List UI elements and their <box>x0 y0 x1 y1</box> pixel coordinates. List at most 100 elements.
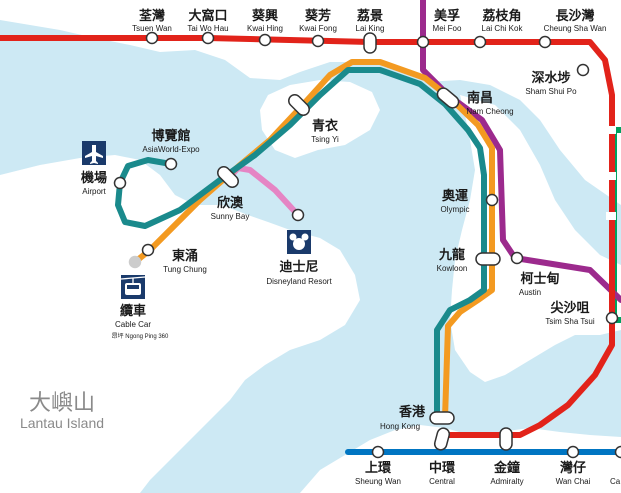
kwun-tong-stub-1 <box>606 126 616 134</box>
cable-car-icon <box>120 275 146 299</box>
label-disneyland-resort-en: Disneyland Resort <box>266 277 332 286</box>
label-kwai-fong-zh: 葵芳 <box>305 8 331 24</box>
label-admiralty-zh: 金鐘 <box>493 460 520 476</box>
station-disneyland-resort[interactable] <box>291 208 305 222</box>
airplane-icon <box>82 141 106 165</box>
land-hk-island <box>300 425 621 493</box>
label-sheung-wan-zh: 上環 <box>365 461 392 476</box>
tuen-ma-line <box>420 0 621 303</box>
station-sheung-wan[interactable] <box>371 445 385 459</box>
station-nam-cheong[interactable] <box>435 86 461 111</box>
label-tung-chung-en: Tung Chung <box>163 265 207 274</box>
label-asiaworld-expo-en: AsiaWorld-Expo <box>142 145 200 154</box>
kwun-tong-stubs <box>606 126 616 220</box>
station-tsing-yi[interactable] <box>286 92 311 117</box>
label-wan-chai-zh: 灣仔 <box>560 460 586 476</box>
label-kwai-hing-zh: 葵興 <box>252 8 278 24</box>
label-kowloon-en: Kowloon <box>437 264 468 273</box>
label-central-zh: 中環 <box>429 460 456 476</box>
label-admiralty-en: Admiralty <box>490 477 523 486</box>
label-kwai-fong-en: Kwai Fong <box>299 24 337 33</box>
station-wan-chai[interactable] <box>566 445 580 459</box>
label-tsuen-wan-zh: 荃灣 <box>139 8 165 24</box>
station-sunny-bay[interactable] <box>215 164 240 189</box>
airport-express-line <box>115 67 487 421</box>
mickey-mouse-icon <box>287 230 311 254</box>
station-tung-chung[interactable] <box>141 243 155 257</box>
label-asiaworld-expo-zh: 博覽館 <box>151 128 190 144</box>
label-tai-wo-hau-en: Tai Wo Hau <box>187 24 228 33</box>
label-lai-chi-kok-en: Lai Chi Kok <box>482 24 524 33</box>
label-tsim-sha-tsui-en: Tsim Sha Tsui <box>545 317 594 326</box>
label-sunny-bay-zh: 欣澳 <box>217 195 244 211</box>
label-mei-foo-zh: 美孚 <box>434 8 460 24</box>
label-sham-shui-po-zh: 深水埗 <box>531 70 570 86</box>
station-kwai-fong[interactable] <box>311 34 325 48</box>
label-causeway-bay-partial-en: Ca <box>610 477 621 486</box>
label-tsim-sha-tsui-zh: 尖沙咀 <box>550 300 589 316</box>
station-lai-chi-kok[interactable] <box>473 35 487 49</box>
label-disneyland-resort-zh: 迪士尼 <box>279 259 318 275</box>
label-airport-en: Airport <box>82 187 106 196</box>
label-olympic-zh: 奧運 <box>442 188 468 204</box>
label-cheung-sha-wan-en: Cheung Sha Wan <box>544 24 607 33</box>
region-lantau-zh: 大嶼山 <box>29 391 95 416</box>
label-sham-shui-po-en: Sham Shui Po <box>525 87 577 96</box>
station-tsuen-wan[interactable] <box>145 31 159 45</box>
label-lai-chi-kok-zh: 荔枝角 <box>481 8 521 24</box>
station-central[interactable] <box>433 427 451 451</box>
label-cable-car-sub: 昂坪 Ngong Ping 360 <box>112 332 169 340</box>
station-austin[interactable] <box>510 251 524 265</box>
region-lantau-en: Lantau Island <box>20 415 104 431</box>
station-kwai-hing[interactable] <box>258 33 272 47</box>
station-airport[interactable] <box>113 176 127 190</box>
station-tai-wo-hau[interactable] <box>201 31 215 45</box>
label-tai-wo-hau-zh: 大窩口 <box>188 8 227 24</box>
station-mei-foo[interactable] <box>416 35 430 49</box>
label-sheung-wan-en: Sheung Wan <box>355 477 401 486</box>
label-wan-chai-en: Wan Chai <box>556 477 591 486</box>
kwun-tong-stub-2 <box>606 172 616 180</box>
label-tung-chung-zh: 東涌 <box>172 248 198 264</box>
land-lantau <box>0 155 360 493</box>
label-kwai-hing-en: Kwai Hing <box>247 24 283 33</box>
label-lai-king-zh: 荔景 <box>356 8 383 24</box>
label-hong-kong-en: Hong Kong <box>380 422 420 431</box>
station-tung-chung-cablecar <box>128 255 142 269</box>
label-austin-zh: 柯士甸 <box>520 271 559 287</box>
label-tsing-yi-zh: 青衣 <box>312 118 338 134</box>
station-markers <box>113 31 621 459</box>
label-cheung-sha-wan-zh: 長沙灣 <box>555 8 594 24</box>
station-olympic[interactable] <box>485 193 499 207</box>
label-airport-zh: 機場 <box>81 170 107 186</box>
land-north <box>0 0 621 205</box>
label-sunny-bay-en: Sunny Bay <box>211 212 250 221</box>
label-olympic-en: Olympic <box>441 205 470 214</box>
station-asiaworld-expo[interactable] <box>164 157 178 171</box>
label-hong-kong-zh: 香港 <box>398 404 426 420</box>
label-tsing-yi-en: Tsing Yi <box>311 135 339 144</box>
station-tsim-sha-tsui[interactable] <box>605 311 619 325</box>
label-mei-foo-en: Mei Foo <box>433 24 462 33</box>
station-lai-king[interactable] <box>363 32 377 54</box>
kwun-tong-stub-3 <box>606 212 616 220</box>
label-cable-car-en: Cable Car <box>115 320 151 329</box>
label-nam-cheong-en: Nam Cheong <box>466 107 513 116</box>
station-hong-kong[interactable] <box>429 411 455 425</box>
label-kowloon-zh: 九龍 <box>438 247 465 263</box>
station-cheung-sha-wan[interactable] <box>538 35 552 49</box>
station-kowloon[interactable] <box>475 252 501 266</box>
region-label: 大嶼山 Lantau Island <box>20 391 104 431</box>
station-admiralty[interactable] <box>499 427 513 451</box>
label-nam-cheong-zh: 南昌 <box>467 90 493 106</box>
station-labels: 荃灣 Tsuen Wan 大窩口 Tai Wo Hau 葵興 Kwai Hing… <box>81 8 621 486</box>
station-sham-shui-po[interactable] <box>576 63 590 77</box>
label-tsuen-wan-en: Tsuen Wan <box>132 24 172 33</box>
label-austin-en: Austin <box>519 288 541 297</box>
label-central-en: Central <box>429 477 455 486</box>
station-causeway-bay[interactable] <box>614 445 621 459</box>
label-lai-king-en: Lai King <box>356 24 385 33</box>
